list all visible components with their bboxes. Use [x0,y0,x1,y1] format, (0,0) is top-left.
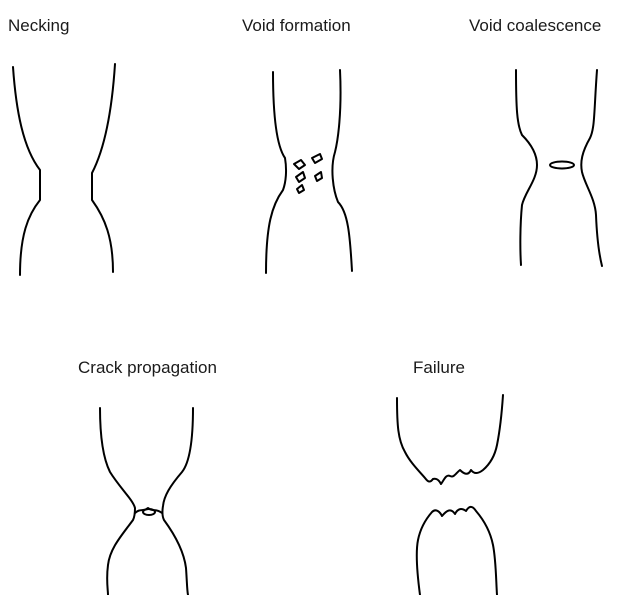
specimen-void-coalescence [516,70,602,266]
failure-lower-fragment [417,507,497,595]
void-formation-right-edge [332,70,352,271]
specimen-failure [397,395,503,595]
void-5 [297,185,304,193]
void-formation-left-edge [266,72,286,273]
void-3 [296,172,305,182]
necking-right-edge [92,64,115,272]
specimen-crack-propagation [100,408,193,595]
specimen-necking [13,64,115,275]
crack-propagation-right-edge [162,408,193,595]
void-coalescence-left-edge [516,70,537,265]
crack-void [143,509,155,515]
specimen-void-formation [266,70,352,273]
void-2 [312,154,322,163]
void-4 [315,172,322,181]
failure-upper-fragment [397,395,503,484]
coalesced-void [550,162,574,169]
void-1 [294,160,305,169]
crack-propagation-left-edge [100,408,135,595]
void-coalescence-right-edge [581,70,602,266]
necking-left-edge [13,67,40,275]
